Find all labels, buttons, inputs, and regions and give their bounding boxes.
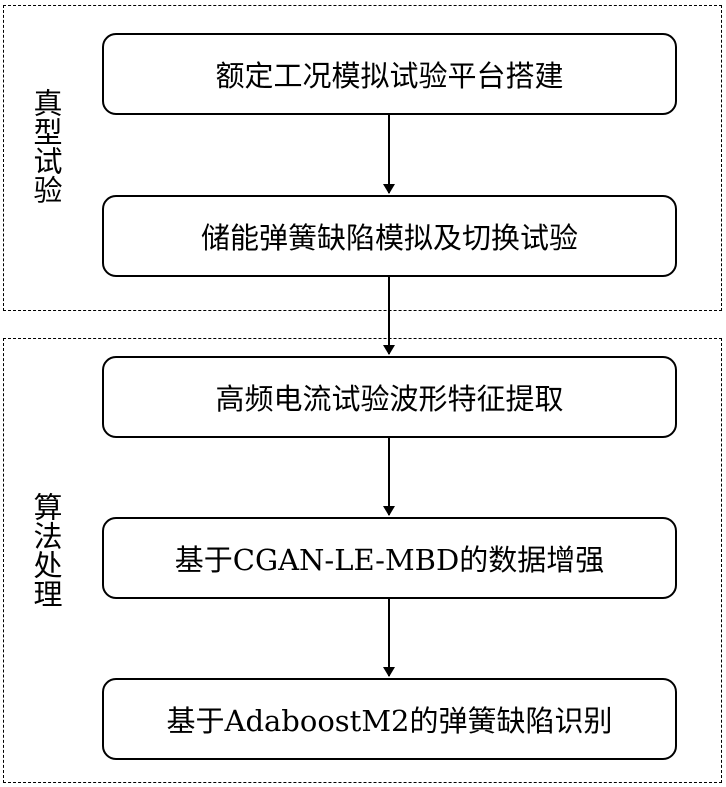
group-label-algorithm-processing: 算法处理 — [29, 492, 63, 608]
step-platform-build: 额定工况模拟试验平台搭建 — [102, 33, 677, 115]
step-defect-recognition: 基于AdaboostM2的弹簧缺陷识别 — [102, 678, 677, 760]
step-label: 基于CGAN-LE-MBD的数据增强 — [174, 543, 605, 577]
step-label: 基于AdaboostM2的弹簧缺陷识别 — [166, 704, 613, 738]
step-label: 高频电流试验波形特征提取 — [215, 382, 564, 416]
step-data-augmentation: 基于CGAN-LE-MBD的数据增强 — [102, 517, 677, 599]
step-feature-extraction: 高频电流试验波形特征提取 — [102, 356, 677, 438]
step-defect-simulation: 储能弹簧缺陷模拟及切换试验 — [102, 195, 677, 277]
step-label: 储能弹簧缺陷模拟及切换试验 — [200, 221, 578, 255]
group-physical-test — [3, 5, 722, 311]
group-algorithm-processing — [3, 338, 722, 783]
step-label: 额定工况模拟试验平台搭建 — [215, 59, 564, 93]
group-label-physical-test: 真型试验 — [29, 88, 63, 204]
